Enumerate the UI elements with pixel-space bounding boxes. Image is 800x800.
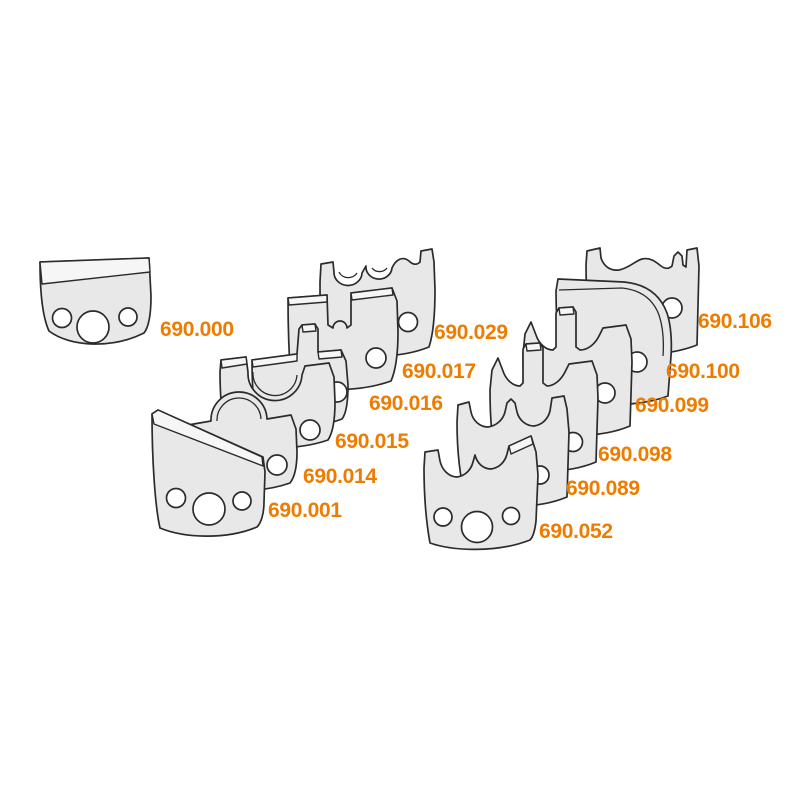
bore-hole [460,510,494,544]
bevel-facet [508,435,534,455]
mounting-hole [397,311,419,333]
bevel-facet [525,342,542,352]
part-number-690-000: 690.000 [160,318,234,341]
part-number-690-099: 690.099 [635,394,709,417]
part-number-690-089: 690.089 [566,477,640,500]
part-number-690-017: 690.017 [402,360,476,383]
part-number-690-014: 690.014 [303,465,377,488]
bevel-line [338,271,358,279]
bevel-facet [287,294,328,306]
mounting-hole [266,454,288,476]
part-number-690-106: 690.106 [698,310,772,333]
mounting-hole [501,506,521,526]
bevel-line [371,267,388,273]
part-number-690-029: 690.029 [434,321,508,344]
bevel-facet [558,306,575,316]
part-number-690-052: 690.052 [539,520,613,543]
part-number-690-001: 690.001 [268,499,342,522]
mounting-hole [51,307,73,329]
bevel-facet [301,323,317,333]
bore-hole [76,310,110,344]
mounting-hole [299,419,321,441]
mounting-hole [165,487,187,509]
bevel-facet [317,349,343,360]
knife-690-001 [151,409,266,537]
bevel-line [216,397,262,422]
mounting-hole [118,307,138,327]
bevel-facet [39,257,151,285]
part-number-690-016: 690.016 [369,392,443,415]
part-number-690-100: 690.100 [666,360,740,383]
mounting-hole [232,491,252,511]
knife-690-000 [39,257,152,345]
bore-hole [192,492,226,526]
bevel-facet [350,287,394,301]
bevel-facet [220,356,248,369]
bevel-facet [251,353,298,368]
part-number-690-015: 690.015 [335,430,409,453]
mounting-hole [365,347,387,369]
bevel-line [252,371,298,397]
mounting-hole [433,507,453,527]
bevel-facet [151,409,264,467]
part-number-690-098: 690.098 [598,443,672,466]
knife-690-052 [423,435,539,551]
bevel-line [558,287,665,357]
